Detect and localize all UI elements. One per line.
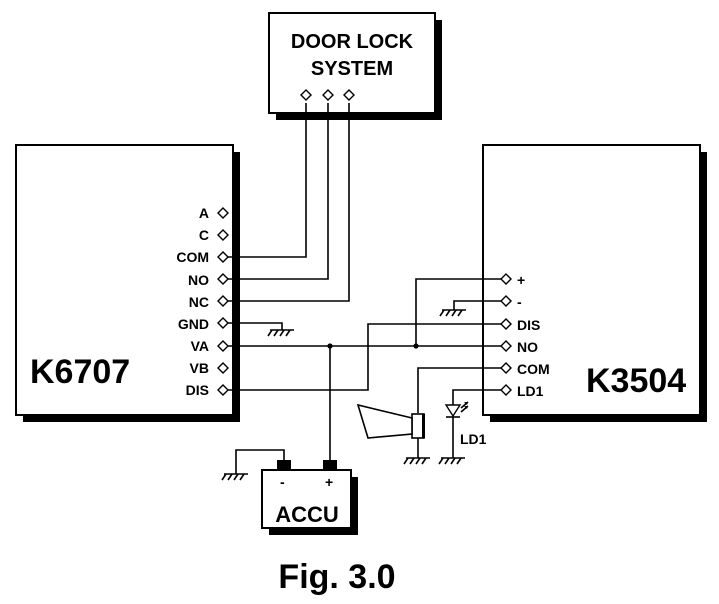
terminal	[217, 207, 229, 219]
terminal	[500, 295, 512, 307]
terminal	[500, 318, 512, 330]
k3504-name: K3504	[586, 362, 686, 400]
terminal	[217, 317, 229, 329]
led-label: LD1	[460, 431, 487, 447]
battery-name: ACCU	[275, 502, 339, 527]
wire-accu-gnd	[235, 449, 285, 474]
led-icon: LD1	[444, 401, 487, 458]
door-lock-system-box: DOOR LOCK SYSTEM	[268, 12, 442, 120]
terminal	[217, 229, 229, 241]
wire-minus	[453, 300, 506, 310]
k3504-pin-labels: + - DIS NO COM LD1	[517, 272, 550, 399]
ground-symbol	[267, 329, 294, 337]
k3504-pin-minus: -	[517, 294, 522, 310]
ground-symbol	[403, 457, 430, 465]
terminal	[217, 384, 229, 396]
junction-dot	[327, 343, 333, 349]
terminal	[322, 89, 334, 101]
k6707-name: K6707	[30, 353, 130, 391]
terminal	[500, 340, 512, 352]
wire-com	[228, 103, 307, 258]
wire-nc	[228, 103, 350, 302]
terminal	[500, 273, 512, 285]
junction-dot	[413, 343, 419, 349]
k3504-module-box: K3504	[482, 144, 707, 422]
k6707-pin-labels: A C COM NO NC GND VA VB DIS	[176, 205, 209, 398]
terminal	[217, 295, 229, 307]
figure-caption: Fig. 3.0	[278, 558, 395, 596]
k6707-module-box: K6707	[15, 144, 240, 422]
k6707-pin-nc: NC	[189, 294, 209, 310]
k6707-pin-com: COM	[176, 249, 209, 265]
wires	[228, 103, 506, 474]
buzzer-icon	[356, 403, 425, 458]
door-lock-title-line2: SYSTEM	[311, 58, 393, 80]
ground-symbol	[438, 457, 465, 465]
k6707-pin-dis: DIS	[186, 382, 209, 398]
battery-pos-label: +	[325, 474, 333, 490]
battery-accu: - + ACCU	[261, 460, 358, 535]
door-lock-title-line1: DOOR LOCK	[291, 31, 414, 53]
wire-k6707-gnd	[228, 322, 283, 330]
k6707-pin-no: NO	[188, 272, 209, 288]
battery-terminal-pos	[323, 460, 337, 470]
terminal	[500, 362, 512, 374]
terminal	[217, 340, 229, 352]
wire-dis	[228, 323, 506, 391]
terminal	[217, 273, 229, 285]
terminal	[300, 89, 312, 101]
terminal	[217, 362, 229, 374]
k6707-pin-gnd: GND	[178, 316, 209, 332]
k6707-pin-va: VA	[191, 338, 209, 354]
terminal	[500, 384, 512, 396]
terminals	[217, 89, 512, 396]
wire-com-buzzer	[417, 367, 506, 413]
wire-no	[228, 103, 329, 280]
k3504-pin-no: NO	[517, 339, 538, 355]
battery-terminal-neg	[277, 460, 291, 470]
battery-neg-label: -	[280, 474, 285, 490]
k3504-pin-plus: +	[517, 272, 525, 288]
ground-symbol	[439, 309, 466, 317]
k3504-pin-ld1: LD1	[517, 383, 544, 399]
k6707-pin-c: C	[199, 227, 209, 243]
k6707-pin-a: A	[199, 205, 209, 221]
k6707-pin-vb: VB	[190, 360, 209, 376]
wire-ld1	[452, 389, 506, 405]
terminal	[217, 251, 229, 263]
k3504-pin-com: COM	[517, 361, 550, 377]
ground-symbol	[221, 473, 248, 481]
terminal	[343, 89, 355, 101]
k3504-pin-dis: DIS	[517, 317, 540, 333]
